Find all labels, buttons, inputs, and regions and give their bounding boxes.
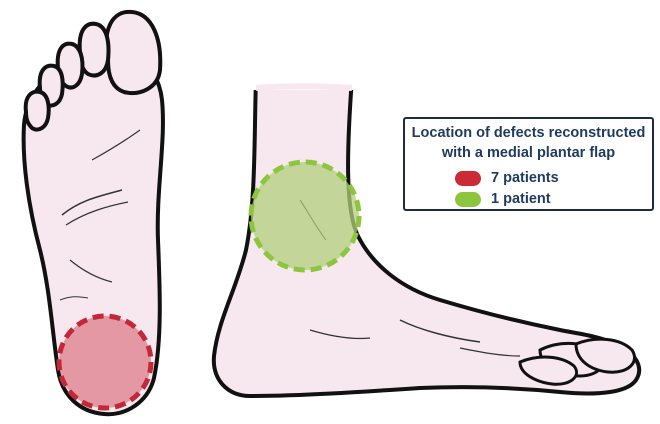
legend-item-red: 7 patients xyxy=(455,169,559,187)
legend-item-green: 1 patient xyxy=(455,190,551,208)
legend-label: 7 patients xyxy=(491,170,559,186)
little-toe xyxy=(26,92,49,130)
legend-title-line1: Location of defects reconstructed xyxy=(405,123,652,143)
heel-defect-region xyxy=(59,316,151,408)
ankle-defect-region xyxy=(251,162,359,270)
green-swatch xyxy=(455,192,481,207)
legend-title: Location of defects reconstructed with a… xyxy=(405,123,652,163)
big-toe xyxy=(106,12,160,93)
legend-title-line2: with a medial plantar flap xyxy=(405,143,652,163)
medial-foot xyxy=(214,60,639,396)
red-swatch xyxy=(455,171,481,186)
plantar-foot xyxy=(24,12,163,414)
legend-box: Location of defects reconstructed with a… xyxy=(403,117,654,211)
legend-label: 1 patient xyxy=(491,191,551,207)
